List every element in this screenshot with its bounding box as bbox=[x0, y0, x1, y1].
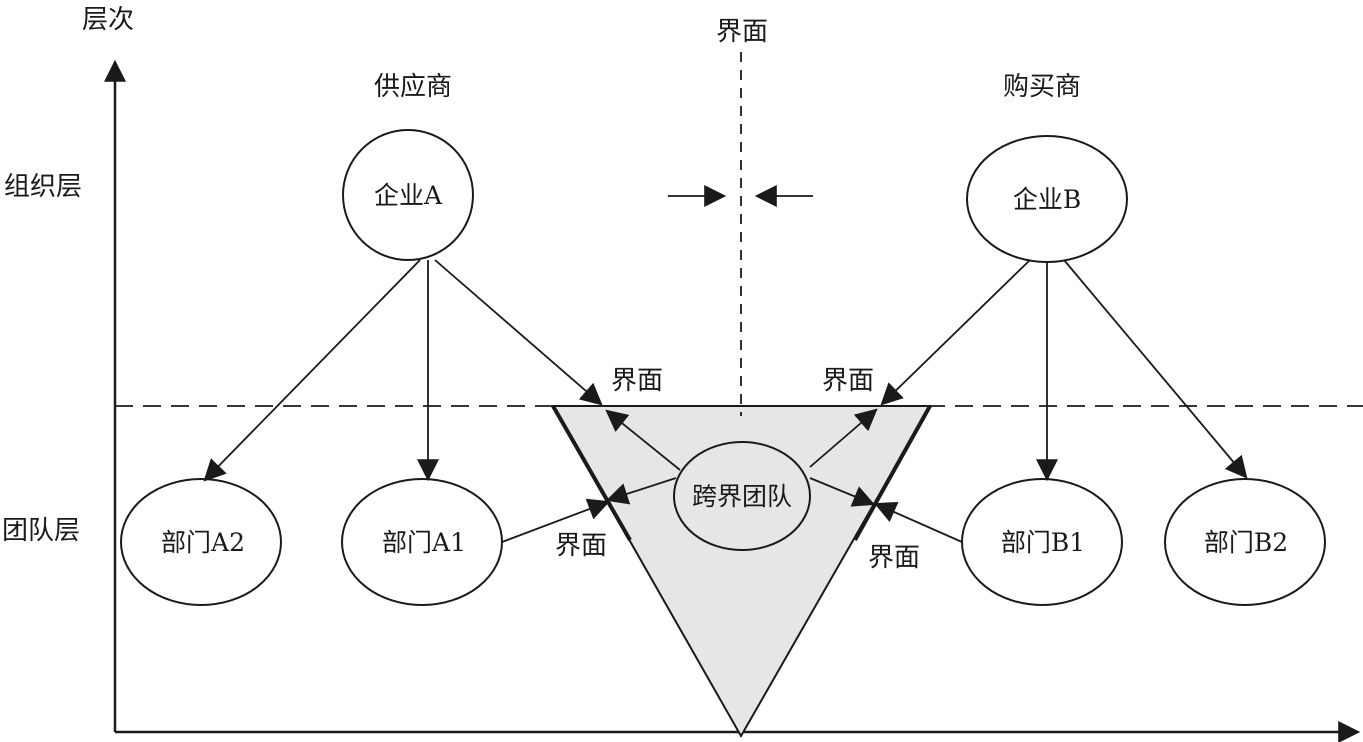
enterprise-a-node bbox=[342, 129, 474, 261]
arrow-cross-team-to-right-top-interface bbox=[809, 408, 878, 468]
dept-a1-label: 部门A1 bbox=[382, 528, 466, 557]
arrow-cross-team-to-left-top-interface bbox=[605, 409, 681, 471]
organization-level-label: 组织层 bbox=[4, 172, 82, 202]
enterprise-b-label: 企业B bbox=[1013, 185, 1081, 214]
interface-label-top: 界面 bbox=[716, 17, 768, 47]
cross-team-label: 跨界团队 bbox=[692, 482, 792, 511]
interface-label-left-lower: 界面 bbox=[555, 531, 607, 561]
arrow-enterprise-b-to-dept-b2 bbox=[1063, 259, 1248, 479]
interface-label-right-lower: 界面 bbox=[868, 543, 920, 573]
buyer-label: 购买商 bbox=[1003, 72, 1081, 102]
supplier-label: 供应商 bbox=[374, 72, 452, 102]
cross-team-node bbox=[673, 441, 811, 551]
dept-b1-label: 部门B1 bbox=[1001, 528, 1085, 557]
arrow-cross-team-to-left-interface bbox=[605, 477, 677, 505]
arrow-enterprise-a-to-interface bbox=[434, 259, 603, 406]
arrow-enterprise-a-to-dept-a2 bbox=[203, 259, 421, 482]
arrow-dept-b1-to-interface bbox=[873, 501, 963, 543]
enterprise-a-label: 企业A bbox=[374, 181, 443, 210]
triangle-right-boundary bbox=[853, 405, 932, 541]
triangle-left-boundary bbox=[551, 405, 632, 541]
dept-a2-node bbox=[120, 478, 282, 606]
interface-label-right-upper: 界面 bbox=[822, 366, 874, 396]
arrow-enterprise-b-to-interface bbox=[880, 259, 1031, 406]
arrow-cross-team-to-right-interface bbox=[809, 477, 876, 507]
interface-label-left-upper: 界面 bbox=[611, 366, 663, 396]
dept-b2-label: 部门B2 bbox=[1204, 528, 1288, 557]
dept-a2-label: 部门A2 bbox=[161, 528, 245, 557]
y-axis-label: 层次 bbox=[82, 5, 134, 35]
arrow-dept-a1-to-interface bbox=[501, 498, 611, 543]
dept-b2-node bbox=[1164, 478, 1326, 606]
team-level-label: 团队层 bbox=[2, 516, 80, 546]
